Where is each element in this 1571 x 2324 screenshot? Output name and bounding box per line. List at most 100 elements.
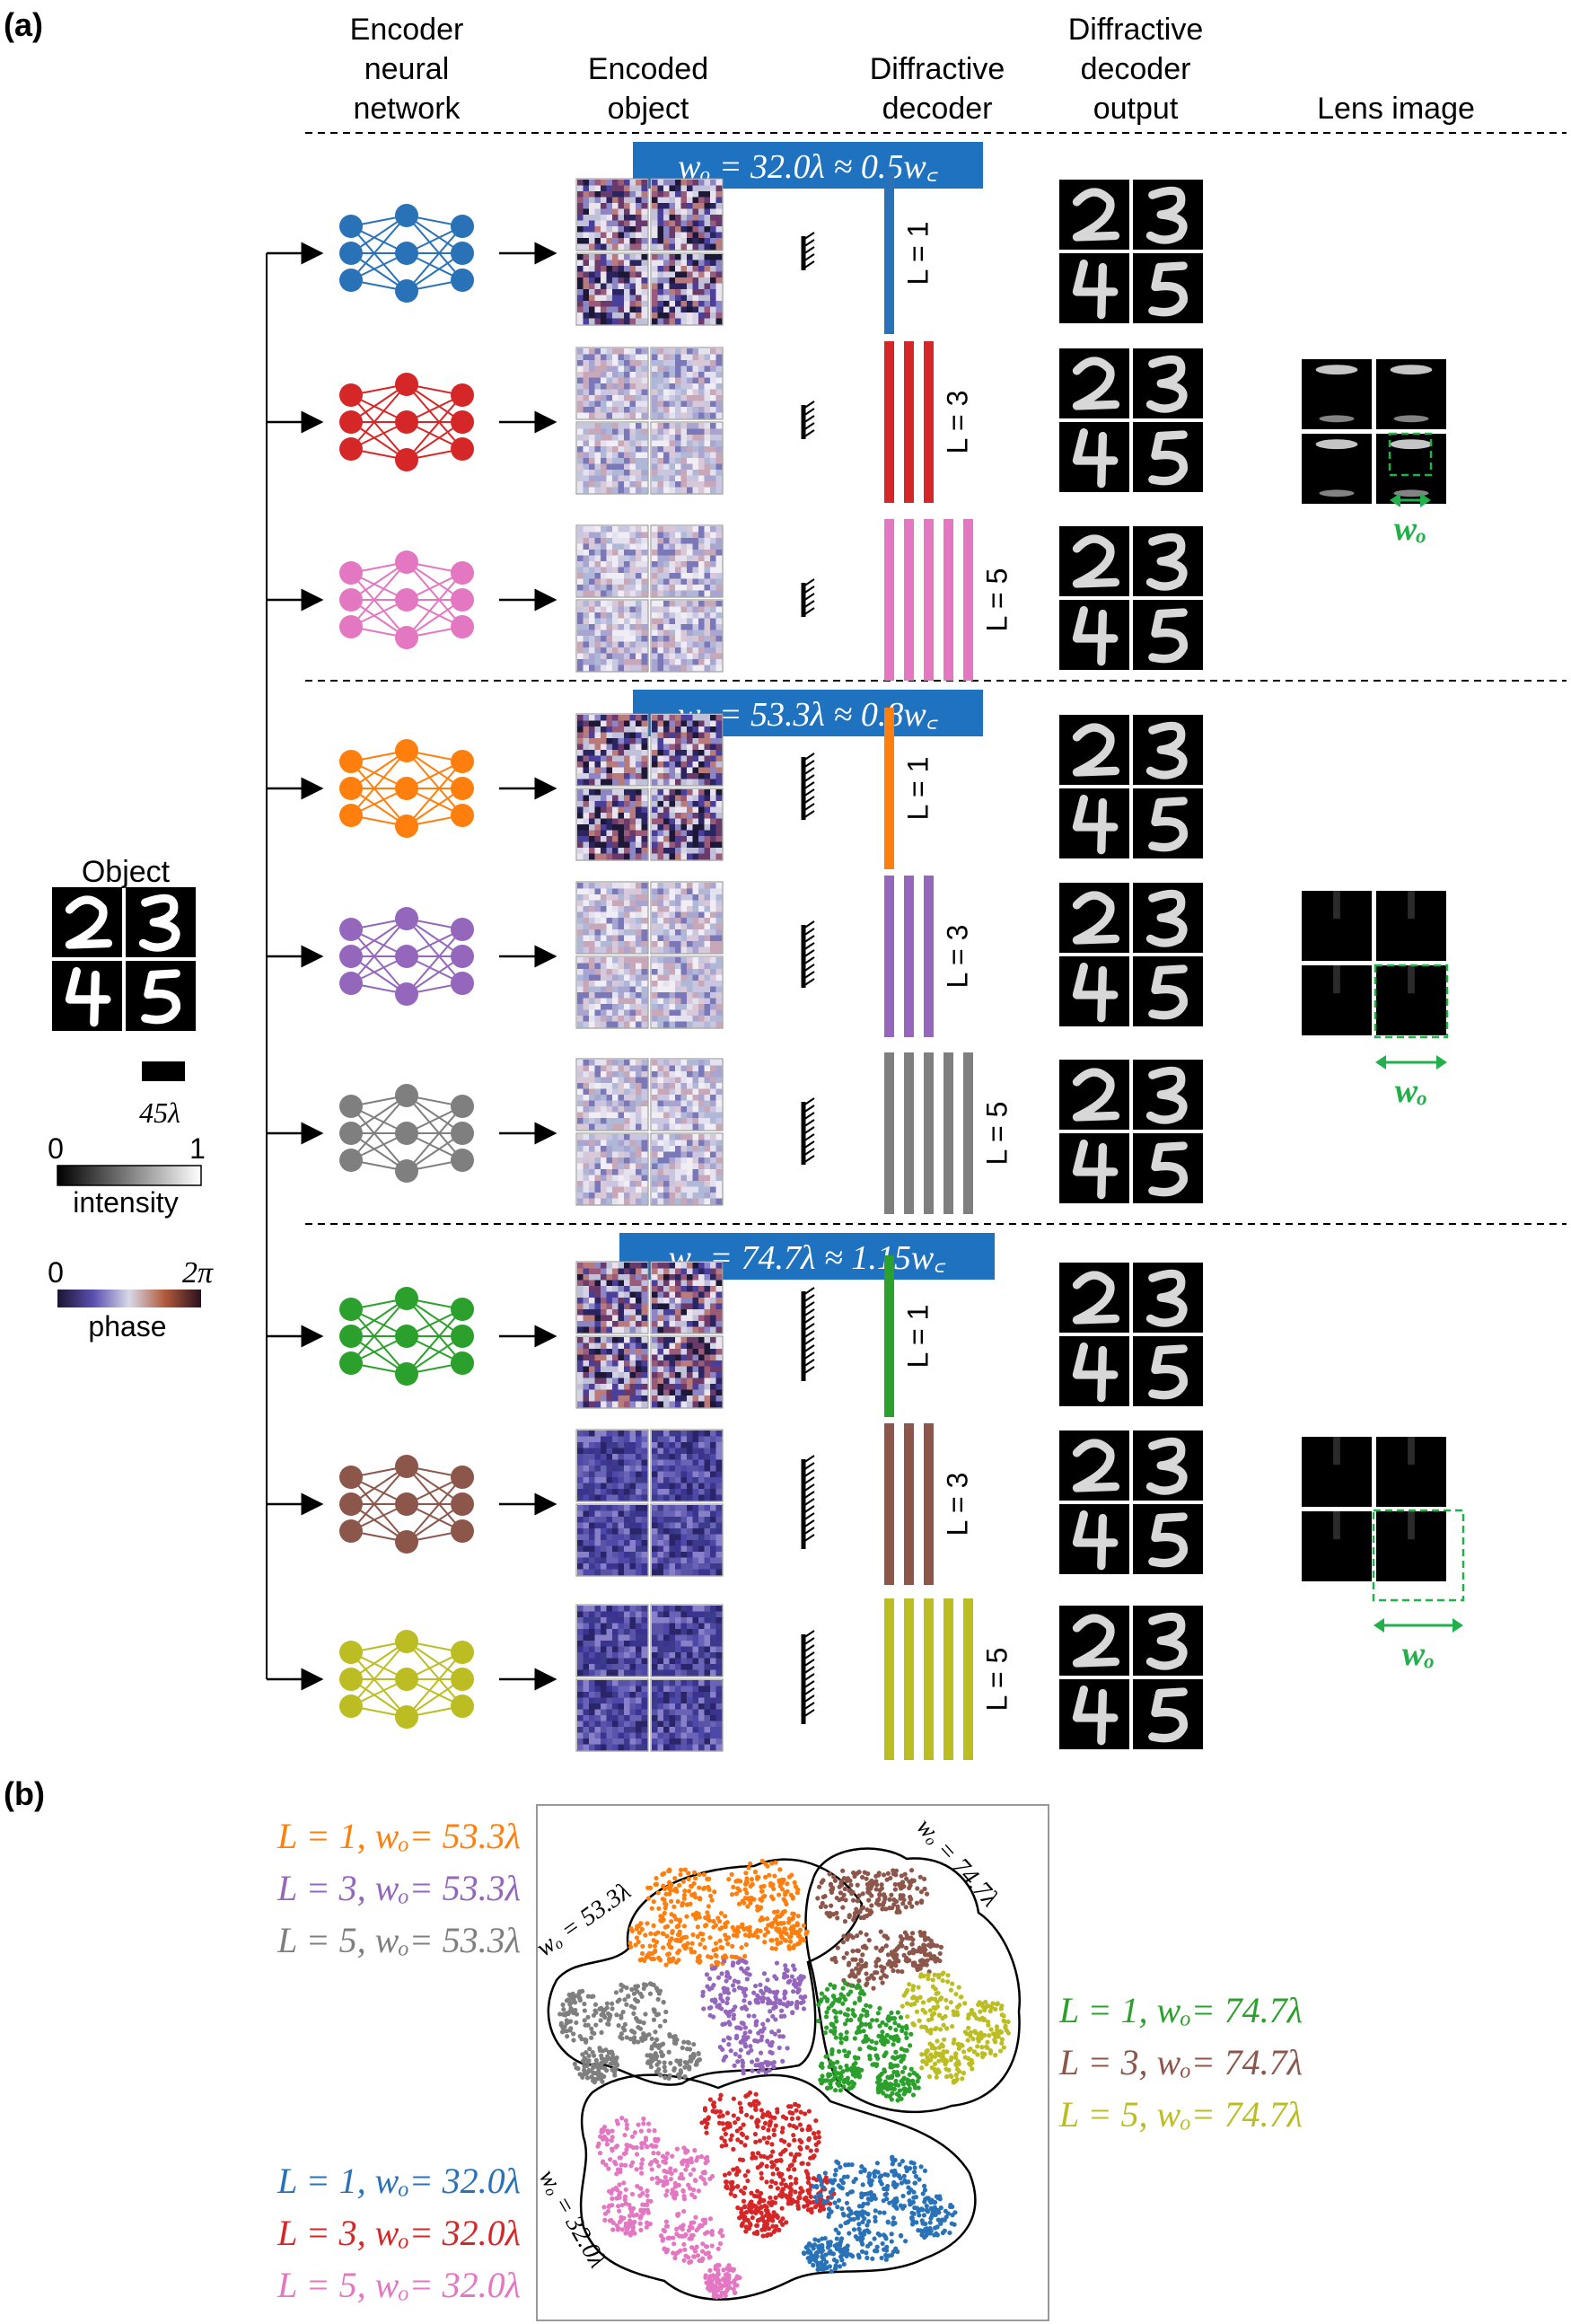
encoded-pixel [606,836,613,842]
encoded-pixel [715,550,723,556]
encoded-pixel [594,1505,601,1511]
encoded-pixel [601,318,607,325]
encoded-pixel [629,750,636,756]
encoded-pixel [669,1146,676,1152]
encoded-pixel [680,1118,688,1124]
decoder-output-image [1059,715,1203,858]
encoded-pixel [577,761,584,768]
encoded-pixel [601,1009,607,1017]
encoded-pixel [687,1181,693,1187]
encoded-pixel [583,428,590,436]
encoded-pixel [624,395,630,401]
encoded-pixel [636,606,642,613]
encoded-pixel [594,1349,601,1355]
encoded-pixel [601,389,607,396]
encoded-pixel [641,641,648,648]
encoded-pixel [606,1471,613,1478]
encoded-pixel [594,1454,601,1460]
encoded-pixel [657,767,664,774]
encoded-pixel [710,636,716,642]
encoded-pixel [675,550,681,556]
encoded-pixel [641,1071,648,1078]
encoded-pixel [624,475,630,482]
encoded-pixel [577,266,584,272]
encoded-pixel [629,475,636,482]
encoded-pixel [601,1315,607,1322]
encoded-pixel [675,435,681,441]
encoded-pixel [657,1175,664,1182]
encoded-pixel [675,1009,681,1017]
encoded-pixel [589,1522,595,1529]
encoded-pixel [675,197,681,204]
encoded-pixel [624,1146,630,1152]
encoded-pixel [589,1298,595,1304]
encoded-pixel [583,853,590,860]
encoded-pixel [589,243,595,251]
encoded-pixel [636,1268,642,1275]
encoded-pixel [715,561,723,568]
encoded-pixel [636,487,642,494]
encoded-pixel [618,1442,625,1448]
encoded-pixel [624,836,630,842]
encoded-pixel [657,974,664,982]
encoded-pixel [680,538,688,544]
encoded-pixel [629,1175,636,1182]
encoded-pixel [687,888,693,895]
encoded-pixel [698,185,705,192]
diffractive-layer [884,519,894,681]
encoded-pixel [601,463,607,471]
encoded-pixel [601,1401,607,1408]
encoded-pixel [589,423,595,429]
encoded-pixel [698,963,705,970]
network-node [339,410,363,434]
encoded-pixel [663,1309,670,1316]
encoded-pixel [618,929,625,936]
encoded-pixel [641,1563,648,1570]
encoded-pixel [663,243,670,251]
encoded-pixel [577,423,584,429]
encoded-pixel [589,1193,595,1199]
encoded-pixel [652,401,658,408]
encoded-pixel [612,1315,619,1322]
encoded-pixel [589,271,595,278]
encoded-pixel [624,946,630,954]
encoded-pixel [641,624,648,630]
encoded-pixel [589,1436,595,1443]
encoded-pixel [652,538,658,544]
encoded-pixel [606,1263,613,1269]
encoded-pixel [629,606,636,613]
encoded-pixel [606,726,613,733]
encoded-pixel [669,1158,676,1164]
encoded-pixel [692,918,699,924]
encoded-pixel [577,1557,584,1564]
encoded-pixel [618,301,625,307]
encoded-pixel [594,428,601,436]
encoded-pixel [657,818,664,825]
encoded-pixel [606,1569,613,1576]
encoded-pixel [589,1494,595,1501]
encoded-pixel [594,1016,601,1022]
encoded-pixel [612,226,619,233]
encoded-pixel [577,1158,584,1164]
encoded-pixel [663,1337,670,1343]
encoded-pixel [698,313,705,319]
encoded-pixel [612,1123,619,1131]
encoded-pixel [589,1151,595,1158]
encoded-pixel [687,1123,693,1131]
encoded-pixel [710,1448,716,1455]
encoded-pixel [652,313,658,319]
encoded-pixel [675,1303,681,1310]
encoded-pixel [657,487,664,494]
encoded-pixel [641,830,648,837]
encoded-pixel [704,1134,711,1140]
encoded-pixel [612,653,619,660]
encoded-pixel [589,313,595,319]
encoded-pixel [606,1193,613,1199]
encoded-pixel [704,543,711,550]
encoded-pixel [675,636,681,642]
encoded-pixel [624,1140,630,1147]
encoded-pixel [618,1510,625,1518]
encoded-pixel [606,1181,613,1187]
encoded-pixel [601,1326,607,1334]
encoded-pixel [680,452,688,459]
